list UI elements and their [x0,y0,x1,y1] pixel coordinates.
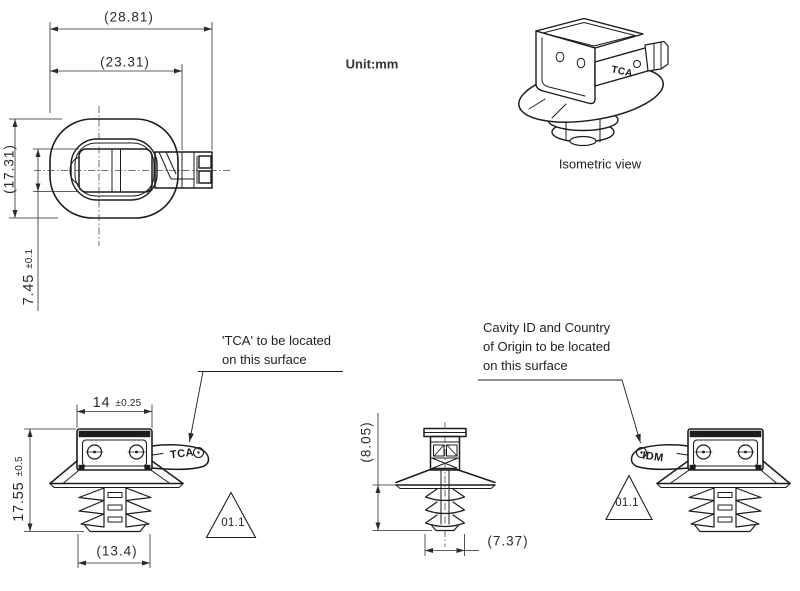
revision-triangle-rear [605,474,653,521]
cavity-id-callout-line2: of Origin to be located [483,339,611,354]
rear-view-part [630,428,791,533]
dim-overall-height-front-view: 17.55 ±0.5 [10,456,28,522]
dim-overall-height-value: 17.55 [11,481,27,522]
cavity-id-callout-line1: Cavity ID and Country [483,320,611,335]
tca-callout-leader [188,371,343,443]
dim-stem-height: (8.05) [358,421,374,463]
cavity-id-callout-line3: on this surface [483,358,568,373]
revision-flag-rear: 01.1 [615,497,639,509]
side-view-drawing [372,413,496,556]
front-view-dimensions [24,404,153,568]
isometric-view-caption: Isometric view [558,156,642,172]
dim-slot-height-value: 7.45 [21,273,37,306]
dim-base-width: (13.4) [96,543,138,559]
dim-head-width-tolerance: ±0.25 [115,397,142,409]
tca-callout: 'TCA' to be located on this surface [222,331,331,369]
revision-triangle-front [205,491,257,539]
cavity-id-callout: Cavity ID and Country of Origin to be lo… [483,318,610,375]
top-view-drawing [9,22,231,311]
dim-flange-width: (23.31) [100,54,150,70]
unit-note: Unit:mm [345,56,399,72]
revision-flag-front: 01.1 [221,517,245,529]
dim-overall-height-tolerance: ±0.5 [13,456,25,477]
dim-head-width-value: 14 [92,395,111,411]
tca-callout-line2: on this surface [222,352,307,367]
dim-overall-width: (28.81) [104,9,154,25]
dim-overall-height-top-view: (17.31) [1,144,17,194]
tca-callout-line1: 'TCA' to be located [222,333,332,348]
front-view-part [49,428,210,533]
dim-head-width: 14 ±0.25 [93,394,142,412]
isometric-view-drawing [518,17,669,147]
dim-slot-height: 7.45 ±0.1 [20,249,38,306]
dim-slot-height-tolerance: ±0.1 [23,248,35,269]
cavity-callout-leader [478,379,641,444]
dim-stem-width: (7.37) [487,533,529,549]
